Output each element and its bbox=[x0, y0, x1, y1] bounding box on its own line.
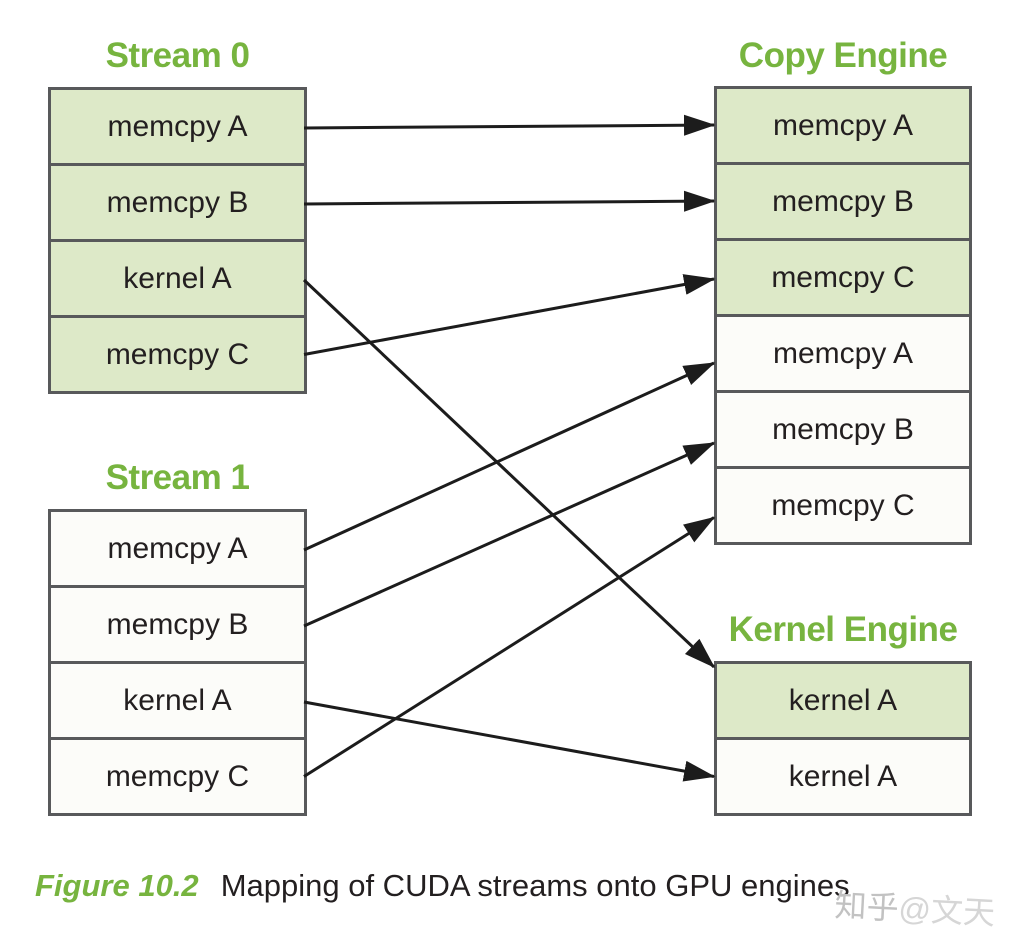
group-title-stream1: Stream 1 bbox=[105, 458, 250, 497]
watermark-brand: 知乎 bbox=[833, 886, 900, 927]
mapping-arrow-s0-1-to-ce-1 bbox=[303, 190, 716, 212]
queue-box-label: memcpy A bbox=[107, 109, 248, 143]
copy-engine-queue: memcpy A memcpy B memcpy C memcpy A memcpy B… bbox=[714, 86, 972, 545]
kernel-engine-queue: kernel A kernel A bbox=[714, 661, 972, 816]
queue-box-s0-0: memcpy A bbox=[51, 90, 304, 166]
queue-box-s1-0: memcpy A bbox=[51, 512, 304, 588]
group-title-stream0: Stream 0 bbox=[105, 36, 250, 75]
queue-box-label: memcpy B bbox=[772, 412, 914, 446]
queue-box-label: memcpy C bbox=[771, 260, 915, 294]
mapping-arrow-s1-3-to-ce-5 bbox=[303, 516, 716, 778]
watermark-handle: @文天 bbox=[897, 890, 996, 932]
figure-caption: Figure 10.2 Mapping of CUDA streams onto … bbox=[35, 868, 850, 904]
queue-box-ke-0: kernel A bbox=[717, 664, 969, 740]
queue-box-s0-1: memcpy B bbox=[51, 166, 304, 242]
queue-box-ce-1: memcpy B bbox=[717, 165, 969, 241]
mapping-arrow-s1-1-to-ce-4 bbox=[303, 441, 716, 628]
mapping-arrow-s0-2-to-ke-0 bbox=[302, 278, 716, 669]
stream0-queue: memcpy A memcpy B kernel A memcpy C bbox=[48, 87, 307, 394]
queue-box-s1-2: kernel A bbox=[51, 664, 304, 740]
queue-box-s0-2: kernel A bbox=[51, 242, 304, 318]
queue-box-label: memcpy A bbox=[772, 336, 914, 370]
group-title-copy-engine: Copy Engine bbox=[738, 36, 948, 75]
queue-box-label: memcpy B bbox=[772, 184, 914, 218]
figure-caption-text: Mapping of CUDA streams onto GPU engines bbox=[220, 868, 850, 903]
mapping-arrow-s0-3-to-ce-2 bbox=[303, 274, 716, 356]
queue-box-s1-1: memcpy B bbox=[51, 588, 304, 664]
queue-box-ke-1: kernel A bbox=[717, 740, 969, 813]
queue-box-s0-3: memcpy C bbox=[51, 318, 304, 391]
mapping-arrow-s1-2-to-ke-1 bbox=[303, 700, 716, 782]
queue-box-label: memcpy B bbox=[106, 185, 249, 219]
queue-box-label: kernel A bbox=[123, 261, 232, 295]
queue-box-ce-2: memcpy C bbox=[717, 241, 969, 317]
queue-box-label: memcpy A bbox=[772, 108, 914, 142]
queue-box-ce-0: memcpy A bbox=[717, 89, 969, 165]
queue-box-ce-4: memcpy B bbox=[717, 393, 969, 469]
mapping-arrow-s0-0-to-ce-0 bbox=[303, 114, 716, 136]
queue-box-ce-5: memcpy C bbox=[717, 469, 969, 542]
queue-box-label: memcpy C bbox=[771, 488, 915, 522]
queue-box-label: kernel A bbox=[788, 683, 898, 717]
queue-box-label: memcpy B bbox=[106, 607, 249, 641]
figure-caption-label: Figure 10.2 bbox=[35, 868, 199, 903]
queue-box-label: memcpy A bbox=[107, 531, 248, 565]
queue-box-label: kernel A bbox=[788, 759, 898, 793]
mapping-arrow-s1-0-to-ce-3 bbox=[303, 361, 716, 552]
queue-box-label: memcpy C bbox=[105, 759, 250, 793]
queue-box-label: memcpy C bbox=[105, 337, 250, 371]
stream1-queue: memcpy A memcpy B kernel A memcpy C bbox=[48, 509, 307, 816]
queue-box-ce-3: memcpy A bbox=[717, 317, 969, 393]
watermark: 知乎@文天 bbox=[834, 880, 997, 934]
queue-box-label: kernel A bbox=[123, 683, 232, 717]
queue-box-s1-3: memcpy C bbox=[51, 740, 304, 813]
group-title-kernel-engine: Kernel Engine bbox=[728, 610, 958, 649]
